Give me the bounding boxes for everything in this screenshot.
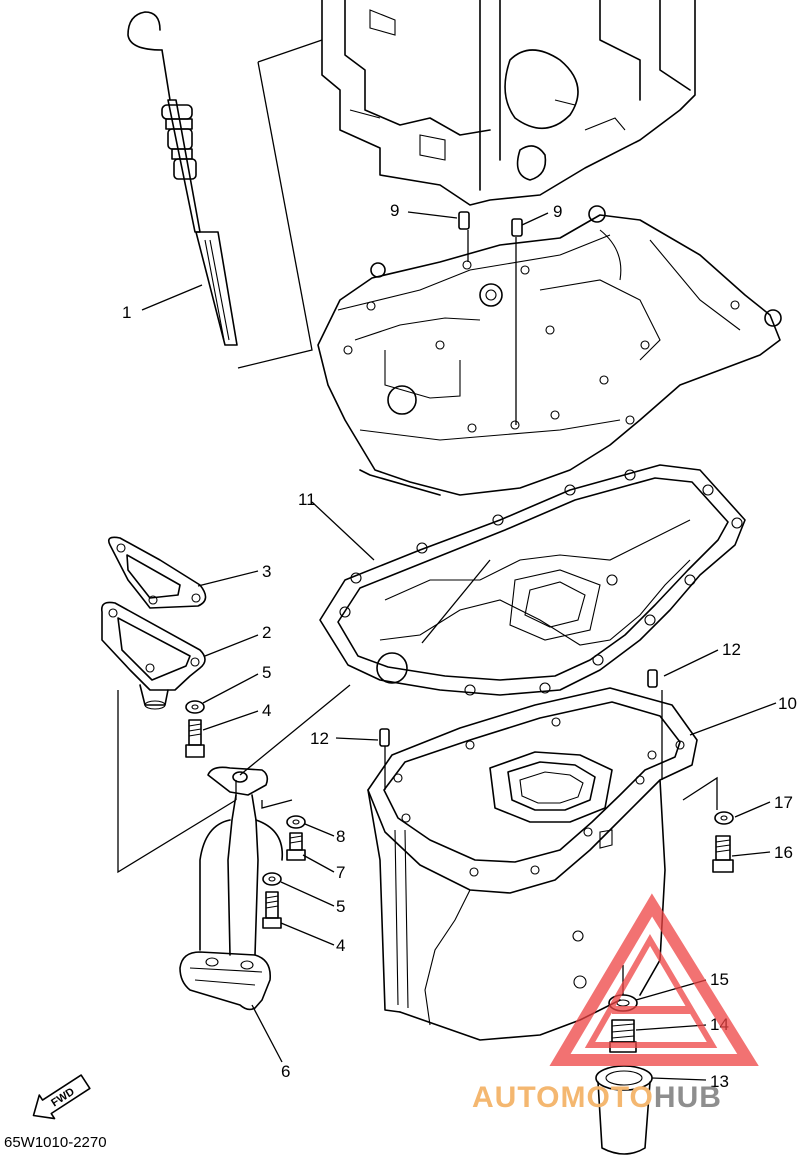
bolt-4-lower	[262, 891, 282, 929]
bracket-line-strainer	[117, 684, 351, 874]
callout-12-left: 12	[310, 729, 329, 748]
fwd-arrow-icon: FWD	[32, 1074, 91, 1120]
callout-2: 2	[262, 623, 271, 642]
leader-lines	[141, 211, 777, 1081]
bracket-line-upper	[237, 39, 323, 369]
washer-8	[286, 815, 306, 829]
watermark-text-a: AUTOMOTO	[472, 1081, 654, 1114]
gasket-3	[107, 536, 207, 609]
dowel-pin-9-right	[511, 218, 523, 237]
washer-17	[714, 811, 734, 825]
callout-12-right: 12	[722, 640, 741, 659]
dowel-pin-9-left	[458, 211, 470, 230]
callout-4-lower: 4	[336, 936, 345, 955]
callout-10: 10	[778, 694, 797, 713]
watermark-text-b: HUB	[654, 1081, 722, 1114]
callout-5-lower: 5	[336, 897, 345, 916]
callout-7: 7	[336, 863, 345, 882]
callout-8: 8	[336, 827, 345, 846]
callout-17: 17	[774, 793, 793, 812]
callout-3: 3	[262, 562, 271, 581]
catalog-code: 65W1010-2270	[4, 1134, 107, 1151]
dipstick	[127, 11, 238, 346]
callout-6: 6	[281, 1062, 290, 1081]
watermark-logo-icon	[549, 893, 759, 1066]
oil-strainer-housing-2	[100, 601, 206, 710]
callout-4-upper: 4	[262, 701, 271, 720]
dowel-pin-12-right	[647, 669, 658, 688]
engine-block	[321, 0, 696, 206]
bracket-line-bolt16	[661, 690, 718, 810]
callout-9-right: 9	[553, 202, 562, 221]
callout-labels: 1 9 9 11 3 2 5 4 12 10 12 17 8 16 7 5 4 …	[122, 201, 797, 1091]
oil-strainer-6	[179, 766, 284, 1011]
washer-5-upper	[185, 700, 205, 714]
callout-15: 15	[710, 970, 729, 989]
bolt-16	[712, 835, 734, 873]
callout-9-left: 9	[390, 201, 399, 220]
bolt-7	[286, 832, 306, 861]
callout-1: 1	[122, 303, 131, 322]
watermark-text: AUTOMOTOHUB	[472, 1081, 722, 1114]
callout-16: 16	[774, 843, 793, 862]
dowel-pin-12-left	[379, 728, 390, 747]
oil-pan-10	[367, 687, 698, 1041]
upper-mounting-plate	[317, 205, 782, 496]
callout-5-upper: 5	[262, 663, 271, 682]
callout-11: 11	[298, 490, 316, 509]
callout-13: 13	[710, 1072, 729, 1091]
washer-5-lower	[262, 872, 282, 886]
oil-pan-gasket	[319, 464, 746, 696]
bolt-4-upper	[185, 719, 205, 758]
